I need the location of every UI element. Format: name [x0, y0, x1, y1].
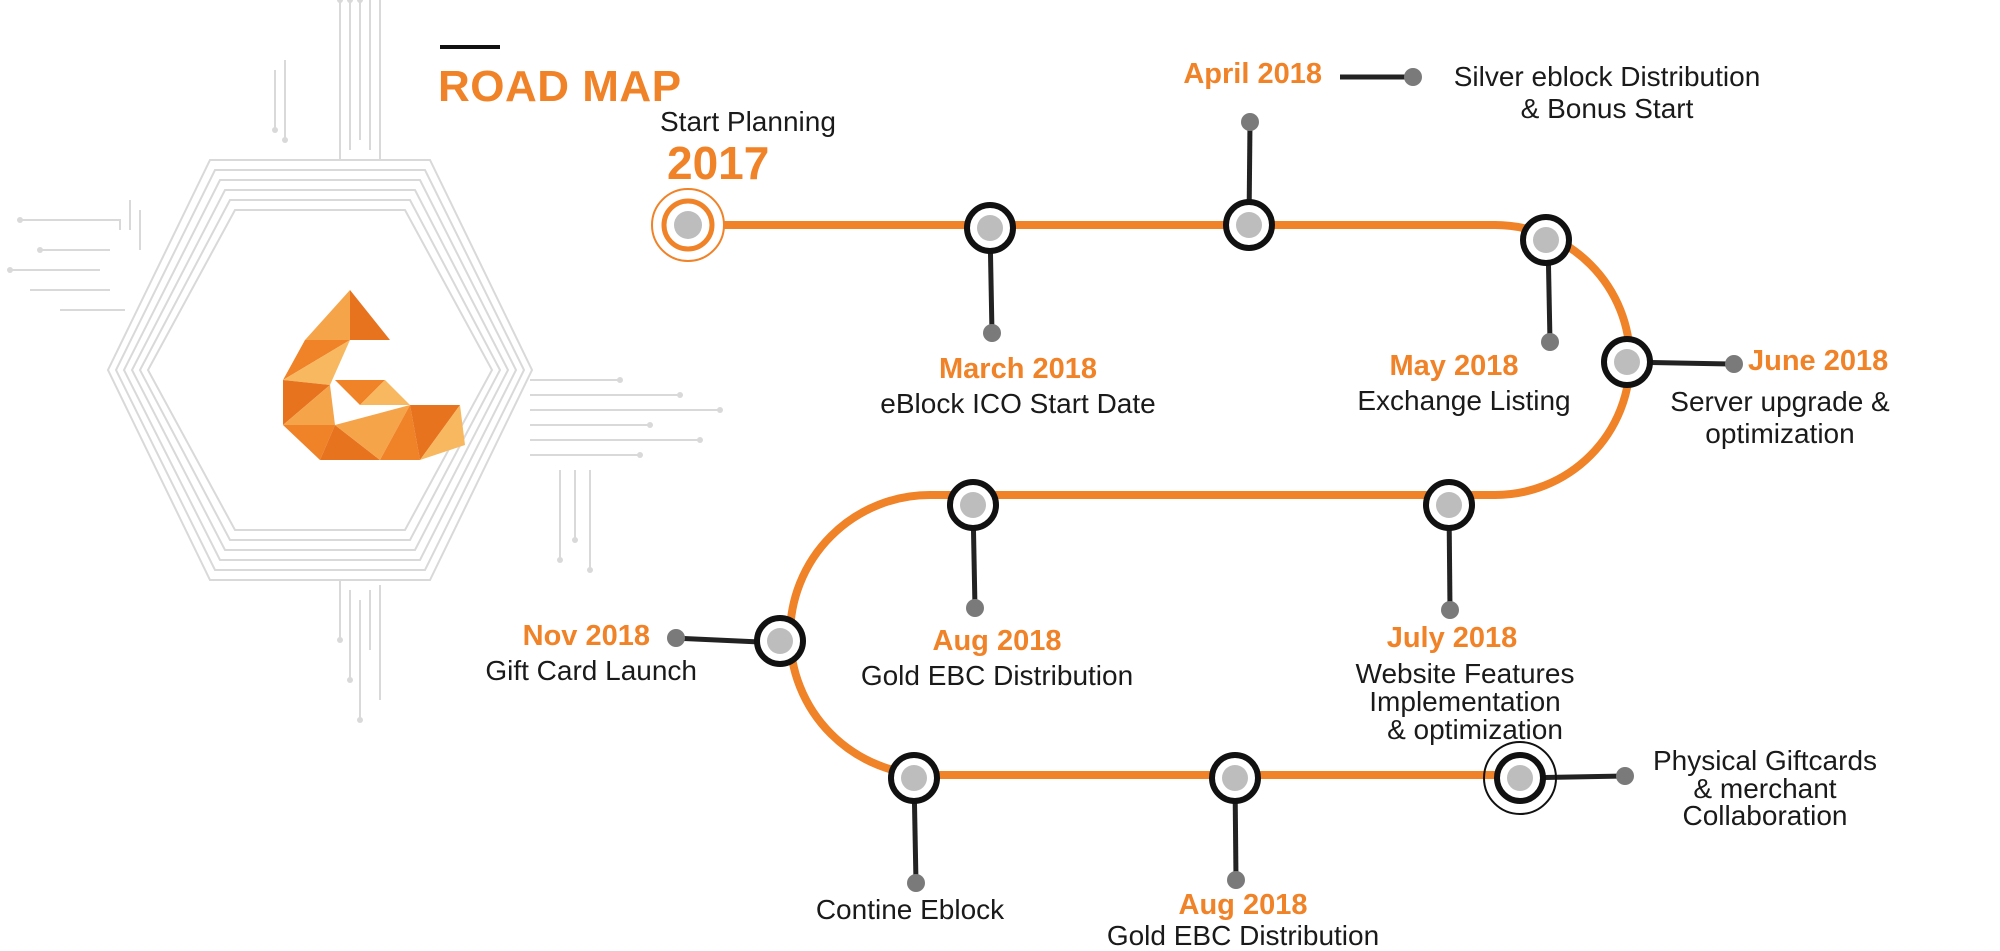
node-final-ring [1483, 741, 1557, 815]
milestone-text-aug-2018-upper: Gold EBC Distribution [860, 660, 1134, 691]
title-rule [440, 45, 500, 49]
milestone-date-aug-2018-lower: Aug 2018 [1178, 889, 1308, 921]
milestone-text-physical-line3: Collaboration [1682, 800, 1848, 831]
milestone-date-may-2018: May 2018 [1389, 350, 1519, 382]
milestone-text-contine-eblock: Contine Eblock [815, 894, 1005, 925]
timeline-path [690, 221, 1634, 779]
connector-nov [672, 635, 761, 645]
milestone-date-aug-2018-upper: Aug 2018 [932, 625, 1062, 657]
milestone-text-physical-line1: Physical Giftcards [1652, 745, 1878, 776]
start-year: 2017 [667, 137, 770, 189]
milestone-text-july-2018-line3: & optimization [1387, 714, 1563, 745]
milestone-text-june-2018-line2: optimization [1705, 418, 1855, 449]
milestone-date-nov-2018: Nov 2018 [522, 620, 650, 652]
milestone-date-june-2018: June 2018 [1748, 345, 1889, 377]
timeline-nodes [754, 199, 1653, 804]
milestone-text-aug-2018-lower: Gold EBC Distribution [1106, 920, 1380, 951]
milestone-date-april-2018: April 2018 [1183, 58, 1322, 90]
node-start [651, 188, 725, 262]
milestone-date-july-2018: July 2018 [1386, 622, 1518, 654]
milestone-text-march-2018: eBlock ICO Start Date [880, 388, 1156, 419]
e-logo-icon [283, 290, 465, 460]
milestone-text-july-2018-line2: Implementation [1369, 686, 1561, 717]
connector-endpoints [667, 68, 1743, 892]
milestone-text-physical-line2: & merchant [1693, 773, 1837, 804]
milestone-text-nov-2018: Gift Card Launch [485, 655, 697, 686]
start-label: Start Planning [660, 106, 836, 137]
milestone-text-april-2018-line2: & Bonus Start [1520, 93, 1694, 124]
timeline-node-centers [767, 212, 1640, 791]
milestone-text-april-2018-line1: Silver eblock Distribution [1453, 61, 1761, 92]
milestone-text-july-2018-line1: Website Features [1355, 658, 1575, 689]
connector-lines [672, 74, 1731, 884]
milestone-date-march-2018: March 2018 [939, 353, 1097, 385]
milestone-text-may-2018: Exchange Listing [1357, 385, 1571, 416]
page-title: ROAD MAP [438, 62, 682, 111]
milestone-text-june-2018-line1: Server upgrade & [1670, 386, 1890, 417]
